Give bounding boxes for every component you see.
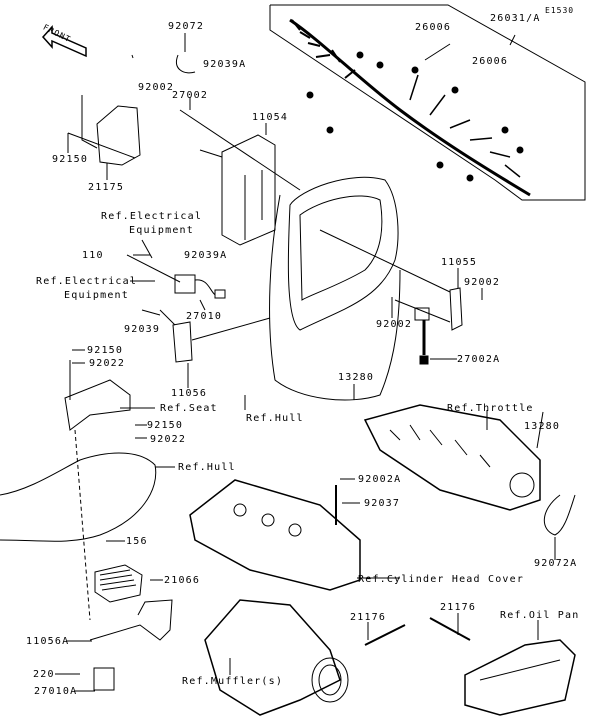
ref-seat[interactable]: Ref.Seat bbox=[160, 403, 218, 414]
part-220[interactable]: 220 bbox=[33, 669, 55, 680]
ref-muffler[interactable]: Ref.Muffler(s) bbox=[182, 676, 284, 687]
part-92002A[interactable]: 92002A bbox=[358, 474, 402, 485]
hull-lower bbox=[0, 429, 157, 621]
part-21175[interactable]: 21175 bbox=[88, 182, 125, 193]
part-92072[interactable]: 92072 bbox=[168, 21, 205, 32]
clamp-92072A bbox=[543, 494, 576, 536]
oil-pan bbox=[464, 639, 576, 716]
part-21176-b[interactable]: 21176 bbox=[440, 602, 477, 613]
part-92002-right[interactable]: 92002 bbox=[464, 277, 501, 288]
ref-hull-left[interactable]: Ref.Hull bbox=[178, 462, 236, 473]
part-92150-top[interactable]: 92150 bbox=[52, 154, 89, 165]
part-92150-mid[interactable]: 92150 bbox=[87, 345, 124, 356]
part-27002[interactable]: 27002 bbox=[172, 90, 209, 101]
part-27010A[interactable]: 27010A bbox=[34, 686, 78, 697]
ref-electrical-1-line1[interactable]: Ref.Electrical bbox=[101, 211, 203, 222]
throttle-body bbox=[363, 404, 541, 511]
part-13280-b[interactable]: 13280 bbox=[524, 421, 561, 432]
sensor-27002A bbox=[319, 229, 463, 365]
coil-27010 bbox=[126, 254, 226, 299]
cylinder-head-cover bbox=[189, 479, 361, 591]
part-92002-left[interactable]: 92002 bbox=[376, 319, 413, 330]
bracket-11056 bbox=[159, 309, 271, 363]
ref-cylinder-head-cover[interactable]: Ref.Cylinder Head Cover bbox=[358, 574, 525, 585]
part-92150-low[interactable]: 92150 bbox=[147, 420, 184, 431]
ref-throttle[interactable]: Ref.Throttle bbox=[447, 403, 534, 414]
leader-lines bbox=[55, 33, 556, 692]
part-11054[interactable]: 11054 bbox=[252, 112, 289, 123]
ecu-21175 bbox=[67, 95, 141, 166]
part-11056A[interactable]: 11056A bbox=[26, 636, 70, 647]
bracket-11054 bbox=[179, 109, 301, 246]
ref-electrical-1-line2[interactable]: Equipment bbox=[129, 225, 194, 236]
diagram-code: E1530 bbox=[545, 6, 575, 15]
part-92022-low[interactable]: 92022 bbox=[150, 434, 187, 445]
ref-hull-center[interactable]: Ref.Hull bbox=[246, 413, 304, 424]
part-92022-mid[interactable]: 92022 bbox=[89, 358, 126, 369]
part-13280-a[interactable]: 13280 bbox=[338, 372, 375, 383]
bracket-11056A bbox=[89, 599, 173, 641]
muffler bbox=[204, 599, 349, 716]
ref-electrical-2-line1[interactable]: Ref.Electrical bbox=[36, 276, 138, 287]
part-92002-top[interactable]: 92002 bbox=[138, 82, 175, 93]
part-21066[interactable]: 21066 bbox=[164, 575, 201, 586]
part-92037[interactable]: 92037 bbox=[364, 498, 401, 509]
part-27002A[interactable]: 27002A bbox=[457, 354, 501, 365]
part-92039A-top[interactable]: 92039A bbox=[203, 59, 247, 70]
part-11055[interactable]: 11055 bbox=[441, 257, 478, 268]
part-92072A[interactable]: 92072A bbox=[534, 558, 578, 569]
part-92039A-mid[interactable]: 92039A bbox=[184, 250, 228, 261]
seat-bracket bbox=[64, 360, 131, 431]
ref-oil-pan[interactable]: Ref.Oil Pan bbox=[500, 610, 580, 621]
part-21176-a[interactable]: 21176 bbox=[350, 612, 387, 623]
relay-27010A bbox=[93, 667, 115, 691]
regulator-21066 bbox=[94, 564, 143, 603]
part-110[interactable]: 110 bbox=[82, 250, 104, 261]
part-26006-a[interactable]: 26006 bbox=[415, 22, 452, 33]
ref-electrical-2-line2[interactable]: Equipment bbox=[64, 290, 129, 301]
front-arrow-icon bbox=[41, 25, 87, 58]
hull-outline bbox=[269, 176, 401, 401]
clamp-92072 bbox=[176, 54, 196, 74]
part-156[interactable]: 156 bbox=[126, 536, 148, 547]
ground-cables bbox=[364, 617, 471, 646]
part-11056[interactable]: 11056 bbox=[171, 388, 208, 399]
part-92039[interactable]: 92039 bbox=[124, 324, 161, 335]
part-26031A[interactable]: 26031/A bbox=[490, 13, 541, 24]
part-26006-b[interactable]: 26006 bbox=[472, 56, 509, 67]
wire-harness-box bbox=[269, 4, 586, 201]
part-27010[interactable]: 27010 bbox=[186, 311, 223, 322]
